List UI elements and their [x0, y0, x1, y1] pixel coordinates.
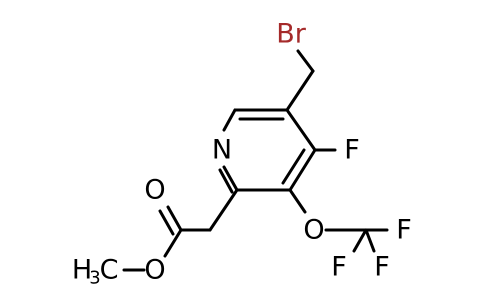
atom-f-c: F — [331, 252, 347, 283]
atom-methyl-h: H — [72, 255, 92, 286]
atom-o-ester: O — [144, 255, 165, 286]
bond-ring-n-c2 — [222, 165, 239, 192]
bond-ring-c4-c5 — [285, 108, 317, 152]
atom-n: N — [212, 135, 232, 166]
atom-f-a: F — [396, 215, 412, 246]
atom-o-ether: O — [303, 215, 324, 246]
atom-methyl-c: C — [100, 255, 119, 286]
bonds — [122, 49, 389, 272]
bond-cf3-fb — [364, 228, 376, 253]
atom-methyl-subscript: 3 — [89, 268, 100, 289]
bond-ring-n-c2-inner — [218, 168, 234, 194]
bond-c2-ch2 — [208, 188, 239, 232]
bond-cf3-fc — [352, 228, 368, 253]
bond-ring-c6-n — [222, 108, 237, 132]
atom-labels: Br N F O F F F O O H 3 C — [72, 19, 412, 289]
atom-o-carbonyl: O — [144, 175, 165, 206]
bond-ring-c3-c4 — [288, 148, 317, 192]
atom-f-b: F — [374, 252, 390, 283]
atom-f: F — [344, 135, 360, 166]
bond-c-o-single — [163, 228, 183, 258]
bond-ring-c3-c4-inner — [281, 148, 306, 185]
bond-c-o-ether — [288, 188, 307, 214]
bond-c-br — [296, 49, 315, 73]
bond-c-o-double-1 — [166, 205, 183, 232]
atom-br: Br — [276, 19, 307, 50]
bond-ring-ch2 — [285, 69, 315, 112]
bond-c-o-double-2 — [158, 209, 175, 236]
